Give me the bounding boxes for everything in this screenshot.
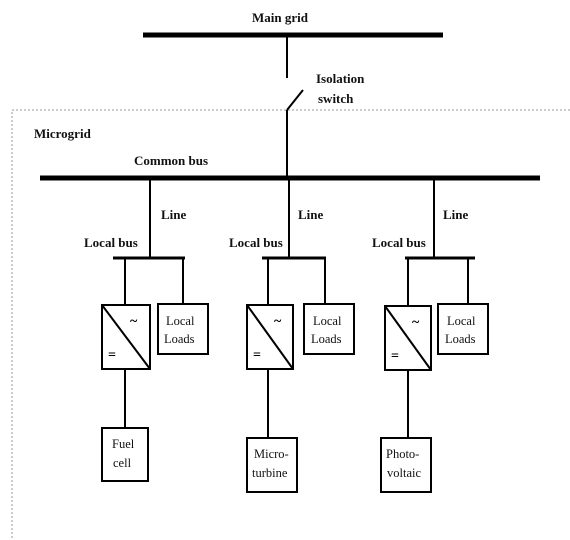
converter-icon: ~ = xyxy=(246,304,294,370)
local-loads-label-2: Loads xyxy=(311,332,342,346)
isolation-switch xyxy=(286,35,304,178)
converter-icon: ~ = xyxy=(384,305,432,371)
local-loads-box xyxy=(437,303,489,355)
svg-text:=: = xyxy=(108,348,116,363)
microturbine-box xyxy=(246,437,298,493)
fuel-cell-label-1: Fuel xyxy=(112,437,135,451)
photovoltaic-label-1: Photo- xyxy=(386,447,419,461)
local-bus-label: Local bus xyxy=(229,235,283,250)
local-loads-box xyxy=(303,303,355,355)
photovoltaic-label-2: voltaic xyxy=(387,466,421,480)
main-grid-label: Main grid xyxy=(252,10,309,25)
line-label: Line xyxy=(161,207,187,222)
local-loads-label-2: Loads xyxy=(164,332,195,346)
svg-text:~: ~ xyxy=(274,314,282,329)
isolation-switch-label-1: Isolation xyxy=(316,71,365,86)
fuel-cell-label-2: cell xyxy=(113,456,132,470)
fuel-cell-box xyxy=(101,427,149,482)
local-bus-label: Local bus xyxy=(84,235,138,250)
local-loads-label-1: Local xyxy=(166,314,195,328)
feeder-1: Line Local bus ~ = Local Loads Fuel cell xyxy=(84,178,209,482)
line-label: Line xyxy=(298,207,324,222)
local-loads-box xyxy=(157,303,209,355)
converter-icon: ~ = xyxy=(101,304,151,370)
local-loads-label-1: Local xyxy=(447,314,476,328)
svg-text:~: ~ xyxy=(130,314,138,329)
svg-text:=: = xyxy=(391,349,399,364)
isolation-switch-label-2: switch xyxy=(318,91,354,106)
line-label: Line xyxy=(443,207,469,222)
feeder-2: Line Local bus ~ = Local Loads Micro- tu… xyxy=(229,178,355,493)
feeder-3: Line Local bus ~ = Local Loads Photo- vo… xyxy=(372,178,489,493)
svg-text:~: ~ xyxy=(412,315,420,330)
photovoltaic-box xyxy=(380,437,432,493)
local-loads-label-1: Local xyxy=(313,314,342,328)
microturbine-label-1: Micro- xyxy=(254,447,289,461)
common-bus-label: Common bus xyxy=(134,153,208,168)
svg-text:=: = xyxy=(253,348,261,363)
microgrid-label: Microgrid xyxy=(34,126,92,141)
local-bus-label: Local bus xyxy=(372,235,426,250)
local-loads-label-2: Loads xyxy=(445,332,476,346)
microgrid-boundary xyxy=(11,109,570,540)
microturbine-label-2: turbine xyxy=(252,466,288,480)
